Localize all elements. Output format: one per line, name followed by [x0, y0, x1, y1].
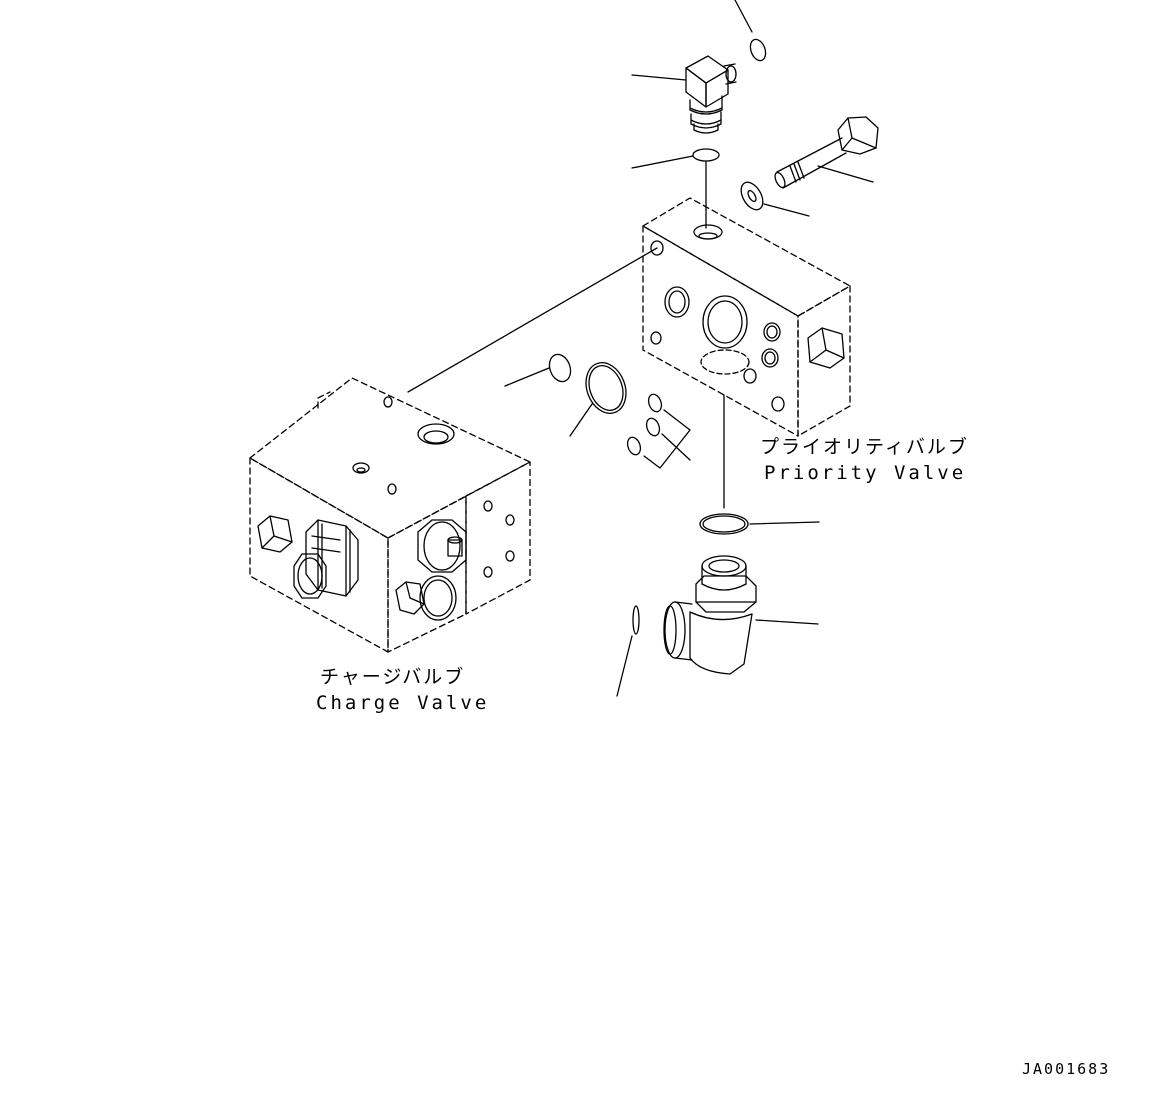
- side-o-ring: [616, 605, 640, 697]
- priority-valve-label-en: Priority Valve: [764, 462, 967, 484]
- lower-elbow-fitting: [663, 555, 819, 675]
- priority-valve-block: [642, 197, 851, 437]
- drawing-code: JA001683: [1022, 1060, 1111, 1078]
- lower-o-ring: [699, 513, 820, 535]
- charge-valve-label-jp: チャージバルブ: [320, 666, 466, 688]
- middle-o-rings: [504, 353, 691, 469]
- priority-valve-ports: [650, 224, 845, 509]
- washer: [740, 181, 810, 217]
- upper-o-ring: [631, 148, 720, 229]
- priority-valve-label-jp: プライオリティバルブ: [760, 436, 969, 458]
- charge-valve-ports: [257, 396, 515, 621]
- charge-valve-block: [249, 377, 531, 653]
- alignment-line: [407, 247, 658, 393]
- top-elbow-connector: [631, 55, 737, 134]
- charge-valve-label-en: Charge Valve: [316, 692, 490, 714]
- mounting-bolt: [774, 116, 879, 189]
- top-o-ring-small: [734, 0, 767, 62]
